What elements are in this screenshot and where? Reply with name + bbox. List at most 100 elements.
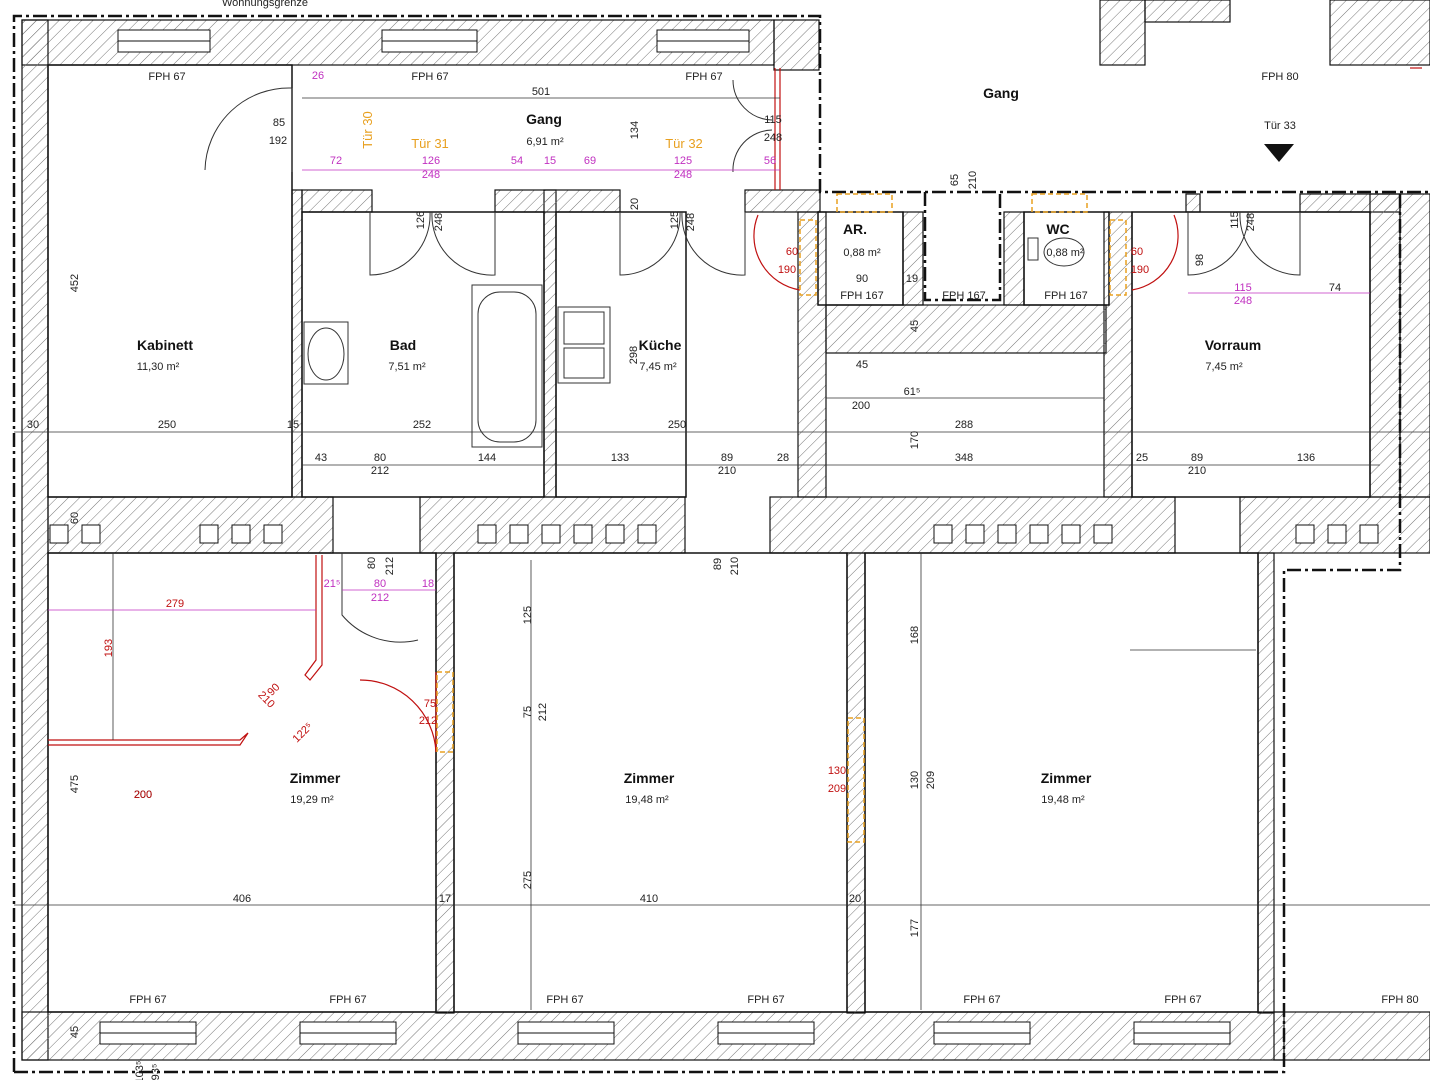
dimension: 15 [544,155,556,167]
dimension: 20 [849,893,861,905]
dimension: 115 [764,114,782,126]
fph-label: FPH 67 [411,71,448,83]
dimension: 25 [1136,452,1148,464]
room-name: Küche [639,337,682,353]
dimension: 192 [269,135,287,147]
pink-dimension-lines [48,169,1370,611]
fph-label: FPH 67 [546,994,583,1006]
dimension: 212 [537,703,549,721]
corridor-label: Gang [983,85,1019,101]
bathtub [471,284,543,448]
dimension: 20 [629,198,641,210]
dimension: 134 [629,121,641,139]
dimension: 75 [424,698,436,710]
dimension: 501 [532,86,550,98]
door-swings [204,79,1301,643]
dimension: 200 [852,400,870,412]
dimension: 125 [674,155,692,167]
room-name: Bad [390,337,416,353]
dimension: 209 [925,771,937,789]
room-name: Vorraum [1205,337,1262,353]
boundary-label: Wohnungsgrenze [222,0,308,9]
door-label: Tür 33 [1264,120,1296,132]
dimension: 406 [233,893,251,905]
windows [99,29,1231,1045]
dimension: 115 [1234,282,1252,294]
dimension: 212 [419,715,437,727]
dimension: 248 [674,169,692,181]
door-label: Tür 31 [411,136,449,151]
fph-label: FPH 67 [129,994,166,1006]
fph-label: FPH 67 [1164,994,1201,1006]
walls [21,0,1430,1061]
fph-label: FPH 67 [747,994,784,1006]
room-area: 0,88 m² [1046,247,1084,259]
room-name: Zimmer [290,770,341,786]
pink-dimensions: 26 72 126 248 54 15 69 125 248 56 115 24… [312,70,1252,604]
dimension: 98 [1194,254,1206,266]
dimension: 60 [1131,246,1143,258]
dimension: 89 [1191,452,1203,464]
room-area: 7,45 m² [639,361,677,373]
fph-label: FPH 80 [1261,71,1298,83]
dimension: 69 [584,155,596,167]
room-area: 7,51 m² [388,361,426,373]
apartment-boundary [12,14,1430,1074]
room-area: 11,30 m² [137,361,180,373]
dimension: 250 [668,419,686,431]
room-outlines [47,64,1371,1013]
dimension: 248 [764,132,782,144]
dimension: 126 [415,211,427,229]
dimension: 90 [856,273,868,285]
room-name: AR. [843,221,867,237]
dimension: 115 [1229,211,1241,229]
room-area: 19,29 m² [290,794,334,806]
toilet [1043,237,1085,267]
dimension: 89 [712,558,724,570]
dimension: 103⁵ [134,1061,146,1080]
room-area: 0,88 m² [843,247,881,259]
black-dimensions: 501 85 192 134 115 248 126 248 125 248 2… [27,86,1341,1080]
dimension: 43 [315,452,327,464]
dimension: 19 [906,273,918,285]
kitchen-sink [557,306,611,384]
dimension: 410 [640,893,658,905]
dimension: 136 [1297,452,1315,464]
dimension: 89 [721,452,733,464]
fph-label: FPH 167 [840,290,883,302]
planned-changes [48,67,1422,753]
fixtures [303,237,1085,448]
dimension: 65 [949,174,961,186]
fph-label: FPH 67 [329,994,366,1006]
dimension: 248 [433,213,445,231]
fph-label: FPH 67 [685,71,722,83]
dimension: 275 [522,871,534,889]
dimension: 210 [729,557,741,575]
dimension: 170 [909,431,921,449]
dimension: 210 [1188,465,1206,477]
dimension: 248 [685,213,697,231]
fph-label: FPH 167 [942,290,985,302]
dimension: 200 [134,789,152,801]
room-area: 19,48 m² [625,794,669,806]
dimension: 133 [611,452,629,464]
dimension: 54 [511,155,523,167]
door-label: Tür 30 [360,111,375,149]
dimension: 126 [422,155,440,167]
dimension: 75 [522,706,534,718]
dimension: 250 [158,419,176,431]
dimension: 61⁵ [904,386,921,398]
room-name: Gang [526,111,562,127]
fph-label: FPH 67 [963,994,1000,1006]
dimension: 80 [366,557,378,569]
dimension: 200 [134,789,152,801]
dimension: 212 [371,465,389,477]
dimension: 45 [856,359,868,371]
dimension: 193 [103,639,115,657]
dimension: 56 [764,155,776,167]
dimension: 45 [909,320,921,332]
dimension: 288 [955,419,973,431]
dimension: 30 [27,419,39,431]
dimension: 130 [828,765,846,777]
